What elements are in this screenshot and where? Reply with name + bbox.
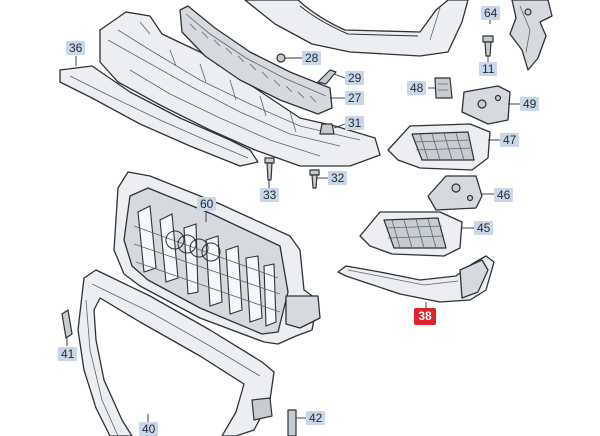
clip-31-part[interactable] [319,123,346,135]
fog-grille-47-part[interactable] [387,123,500,171]
bracket-46-part[interactable] [427,175,494,211]
screw-32-part[interactable] [309,169,328,189]
callout-46[interactable]: 46 [494,188,514,202]
callout-64[interactable]: 64 [481,6,501,20]
bumper-cover-part[interactable] [244,0,469,57]
callout-33[interactable]: 33 [260,188,280,202]
surround-frame-40-part[interactable] [77,269,275,436]
side-trim-38-part[interactable] [337,255,495,310]
clip-29-part[interactable] [317,69,346,85]
mesh-strip-27-part[interactable] [179,5,333,115]
callout-36[interactable]: 36 [66,41,86,55]
clip-41-part[interactable] [61,309,73,346]
callout-41[interactable]: 41 [58,347,78,361]
callout-60[interactable]: 60 [197,197,217,211]
screw-28-part[interactable] [276,53,302,63]
callout-31[interactable]: 31 [345,116,365,130]
bracket-49-part[interactable] [461,85,520,125]
callout-49[interactable]: 49 [520,97,540,111]
fog-grille-45-part[interactable] [359,211,474,257]
main-grille-60-part[interactable] [113,171,321,345]
lower-strip-part[interactable] [59,65,259,167]
clip-42-part[interactable] [287,409,306,436]
callout-11[interactable]: 11 [479,62,498,76]
callout-38-selected[interactable]: 38 [414,308,436,325]
callout-47[interactable]: 47 [500,133,520,147]
reinforcement-panel-36-part[interactable] [99,11,381,167]
callout-45[interactable]: 45 [474,221,494,235]
clip-48-part[interactable] [428,77,453,99]
callout-48[interactable]: 48 [407,81,427,95]
callout-29[interactable]: 29 [345,71,365,85]
callout-42[interactable]: 42 [306,411,326,425]
screw-11-part[interactable] [482,35,494,62]
bracket-64-part[interactable] [509,0,553,71]
callout-27[interactable]: 27 [345,91,365,105]
callout-28[interactable]: 28 [302,51,322,65]
screw-33-part[interactable] [264,157,275,188]
callout-32[interactable]: 32 [328,171,348,185]
callout-40[interactable]: 40 [139,422,159,436]
